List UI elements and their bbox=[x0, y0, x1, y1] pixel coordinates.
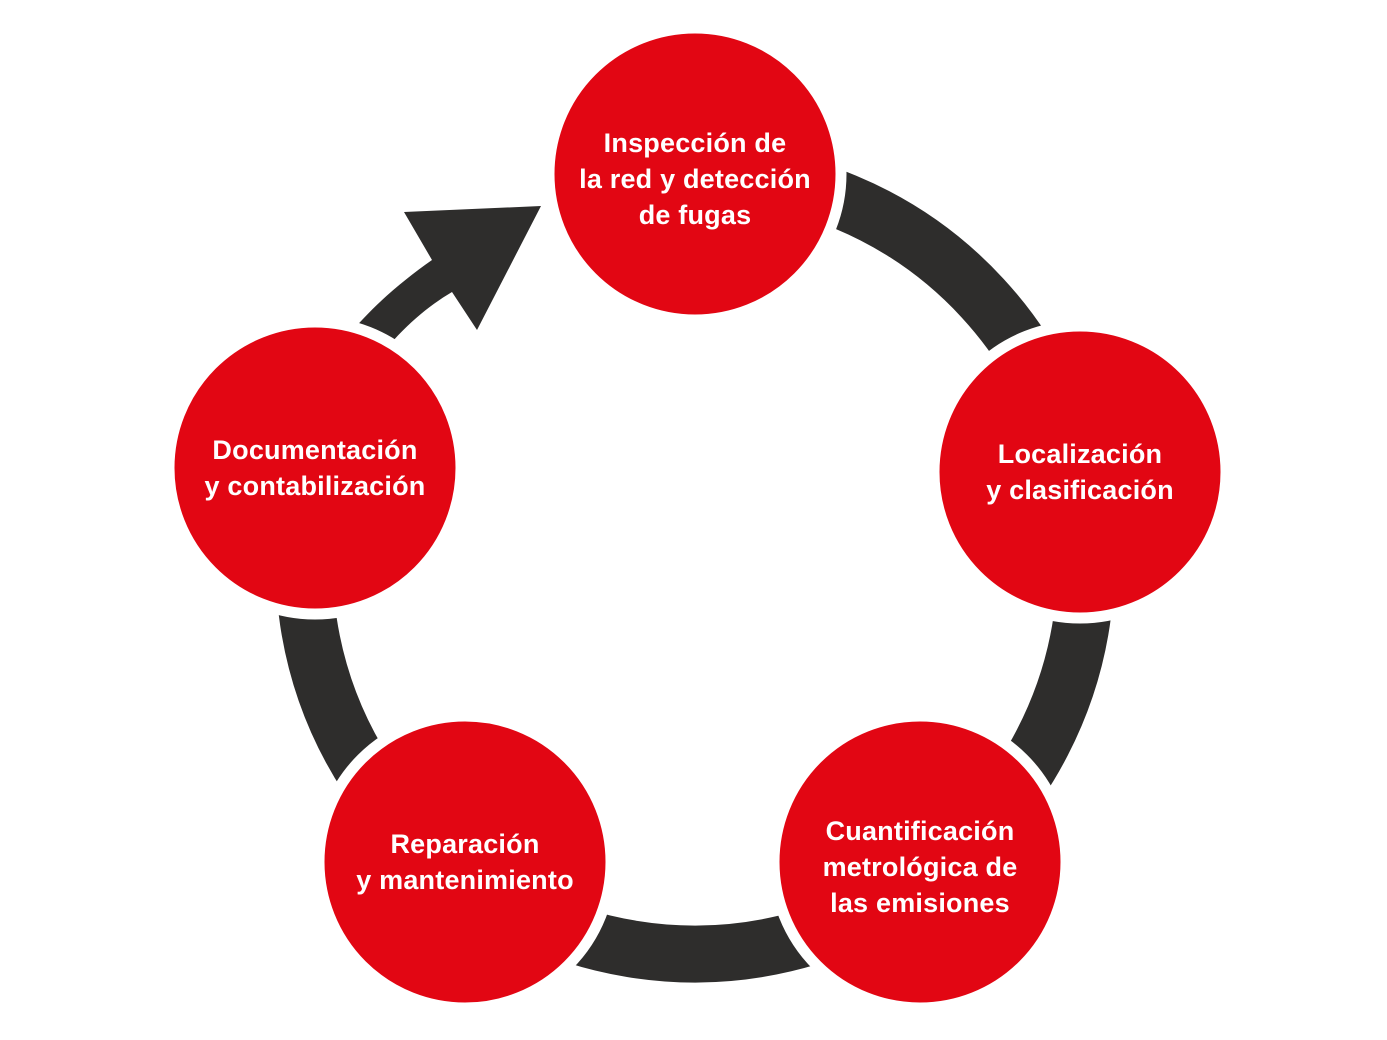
step-circle-reparacion bbox=[313, 710, 617, 1014]
step-label-line: Cuantificación bbox=[826, 816, 1015, 846]
step-label-line: Inspección de bbox=[604, 128, 787, 158]
step-label-line: Localización bbox=[998, 439, 1162, 469]
step-circle-cuantificacion bbox=[768, 710, 1072, 1014]
step-label-line: y contabilización bbox=[205, 471, 426, 501]
step-inspeccion-red-deteccion-fugas: Inspección de la red y detección de fuga… bbox=[543, 22, 847, 326]
step-label-line: y mantenimiento bbox=[356, 865, 574, 895]
step-circle-inspeccion bbox=[543, 22, 847, 326]
step-label-line: Documentación bbox=[212, 435, 417, 465]
step-label-line: metrológica de bbox=[823, 852, 1018, 882]
step-localizacion-clasificacion: Localización y clasificación bbox=[928, 320, 1232, 624]
step-label-line: la red y detección bbox=[579, 164, 811, 194]
step-circle-documentacion bbox=[163, 316, 467, 620]
step-label-line: las emisiones bbox=[830, 888, 1010, 918]
step-label-line: Reparación bbox=[390, 829, 539, 859]
step-label-line: de fugas bbox=[639, 200, 752, 230]
step-label-line: y clasificación bbox=[986, 475, 1174, 505]
step-circle-localizacion bbox=[928, 320, 1232, 624]
step-reparacion-mantenimiento: Reparación y mantenimiento bbox=[313, 710, 617, 1014]
step-cuantificacion-metrologica: Cuantificación metrológica de las emisio… bbox=[768, 710, 1072, 1014]
step-documentacion-contabilizacion: Documentación y contabilización bbox=[163, 316, 467, 620]
